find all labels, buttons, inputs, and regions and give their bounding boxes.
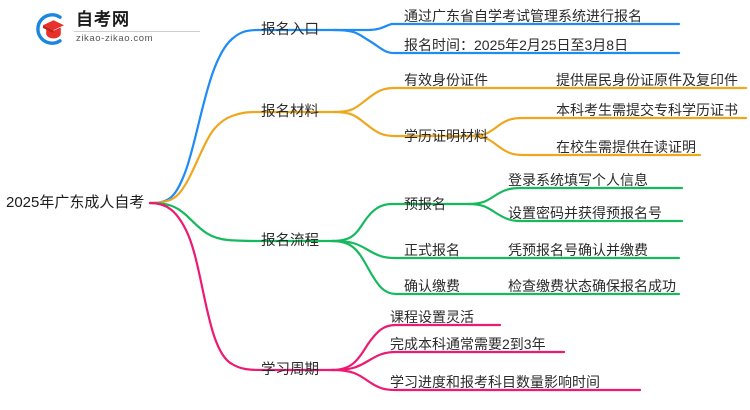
node-green-grandchild-1-1[interactable]: 登录系统填写个人信息 bbox=[508, 172, 648, 188]
connector-root-to-pink bbox=[148, 201, 264, 372]
node-green-child-3[interactable]: 确认缴费 bbox=[404, 278, 460, 294]
node-pink-child-3[interactable]: 学习进度和报考科目数量影响时间 bbox=[390, 374, 600, 390]
connector-blue-child-1 bbox=[332, 22, 681, 32]
logo-brand-name: 自考网 bbox=[76, 10, 130, 29]
connector-root-to-orange bbox=[148, 110, 260, 205]
node-orange-grandchild-2-2[interactable]: 在校生需提供在读证明 bbox=[556, 139, 696, 155]
mindmap-root-label[interactable]: 2025年广东成人自考 bbox=[6, 194, 145, 211]
logo-brand-url: zikao-zikao.com bbox=[76, 33, 154, 44]
node-green-grandchild-2-1[interactable]: 凭预报名号确认并缴费 bbox=[508, 242, 648, 258]
node-green-child-2[interactable]: 正式报名 bbox=[404, 242, 460, 258]
node-orange-child-2[interactable]: 学历证明材料 bbox=[404, 128, 488, 144]
node-orange-child-1[interactable]: 有效身份证件 bbox=[404, 72, 488, 88]
branch-label-baomingcailiao[interactable]: 报名材料 bbox=[261, 104, 319, 120]
node-blue-child-2[interactable]: 报名时间：2025年2月25日至3月8日 bbox=[404, 37, 629, 53]
node-green-grandchild-1-2[interactable]: 设置密码并获得预报名号 bbox=[508, 205, 662, 221]
site-logo: 自考网 zikao-zikao.com bbox=[30, 8, 210, 50]
connector-orange-grandchild-1 bbox=[468, 116, 748, 138]
connector-pink-child-2 bbox=[330, 350, 566, 372]
node-green-grandchild-3-1[interactable]: 检查缴费状态确保报名成功 bbox=[508, 278, 676, 294]
connector-root-to-green bbox=[148, 201, 264, 243]
node-blue-child-1[interactable]: 通过广东省自学考试管理系统进行报名 bbox=[404, 8, 642, 24]
logo-mark-icon bbox=[30, 10, 68, 48]
connector-green-grandchild-1 bbox=[466, 186, 684, 206]
node-orange-grandchild-2-1[interactable]: 本科考生需提交专科学历证书 bbox=[556, 102, 738, 118]
node-pink-child-2[interactable]: 完成本科通常需要2到3年 bbox=[390, 336, 546, 352]
connector-green-child-1 bbox=[330, 202, 406, 243]
logo-divider bbox=[74, 31, 200, 32]
connector-orange-child-2 bbox=[332, 110, 408, 138]
node-green-child-1[interactable]: 预报名 bbox=[404, 196, 446, 212]
node-pink-child-1[interactable]: 课程设置灵活 bbox=[390, 309, 474, 325]
node-orange-grandchild-1-1[interactable]: 提供居民身份证原件及复印件 bbox=[556, 72, 738, 88]
branch-label-xuexizhouqi[interactable]: 学习周期 bbox=[261, 362, 319, 378]
branch-label-baomingrukou[interactable]: 报名入口 bbox=[261, 22, 319, 38]
branch-label-baomingliucheng[interactable]: 报名流程 bbox=[261, 233, 319, 249]
connector-root-to-blue bbox=[148, 28, 260, 205]
